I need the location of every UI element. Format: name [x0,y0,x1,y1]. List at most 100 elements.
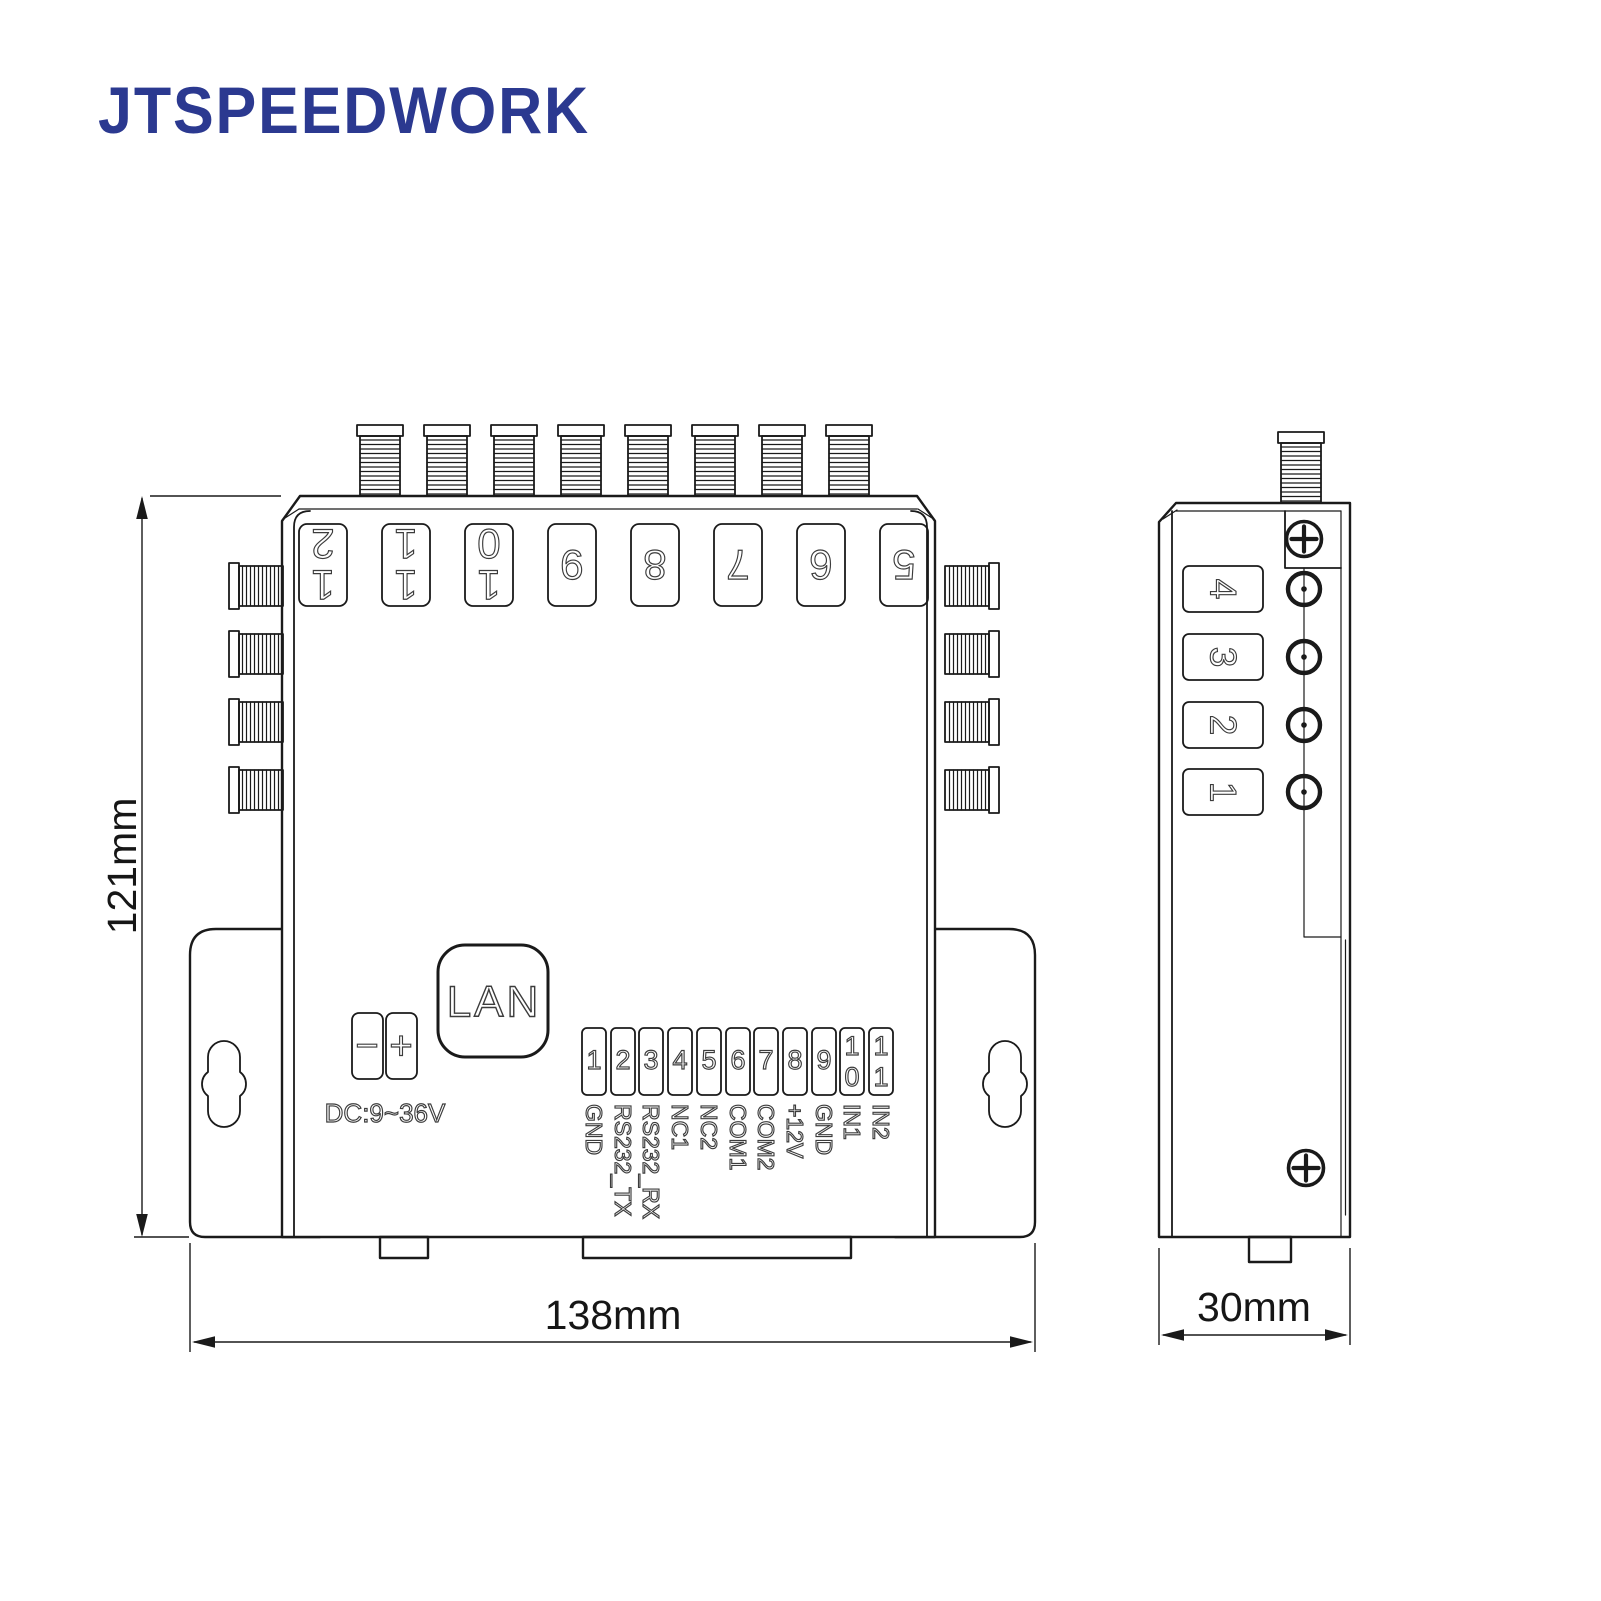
front-port-plates: 1 2 1 1 1 0 9 [298,520,929,609]
pin-label: COM2 [753,1104,779,1170]
port-plate-9: 9 [547,523,597,607]
right-sma-connectors [944,562,1000,814]
port-plate-11: 1 1 [381,520,431,609]
pin-number: 0 [844,1062,859,1092]
sma-connector-icon [228,698,284,746]
sma-connector-icon [356,424,404,497]
pin-number: 1 [873,1031,888,1061]
height-dimension-label: 121mm [99,798,145,935]
pin-label: +12V [782,1104,808,1159]
side-port-plates: 4 3 2 1 [1182,565,1264,816]
port-plate-label: 3 [1203,647,1244,668]
pin-number: 4 [672,1045,687,1075]
left-keyhole-slot [201,1040,247,1128]
pin-number: 8 [787,1045,802,1075]
port-plate-label: 1 [311,562,334,609]
pin-number: 6 [730,1045,745,1075]
sma-connector-icon [944,698,1000,746]
pin-label: IN1 [839,1104,865,1140]
terminal-pin-3: 3 RS232_RX [637,1027,665,1220]
port-plate-10: 1 0 [464,520,514,609]
lan-port: LAN [436,943,550,1059]
sma-connector-icon [557,424,605,497]
terminal-pin-9: 9 GND [810,1027,838,1156]
port-plate-6: 6 [796,523,846,607]
pin-label: GND [811,1104,837,1155]
port-plate-label: 4 [1203,579,1244,600]
pin-label: IN2 [868,1104,894,1140]
terminal-pin-1: 1 GND [580,1027,608,1156]
terminal-pin-2: 2 RS232_TX [609,1027,637,1217]
dc-minus-symbol: − [355,1024,378,1068]
screw-icon [1289,1151,1324,1186]
dc-plus-terminal [385,1012,418,1080]
terminal-pin-8: 8 +12V [781,1027,809,1160]
pin-label: RS232_RX [638,1104,664,1219]
pin-number: 7 [758,1045,773,1075]
sma-connector-icon [1277,431,1325,504]
terminal-pin-11: 1 1 IN2 [867,1027,895,1140]
sma-connector-icon [944,766,1000,814]
side-port-plate-2: 2 [1182,701,1264,749]
pin-number: 1 [844,1031,859,1061]
sma-connector-icon [228,630,284,678]
dc-power-terminal: − + DC:9~36V [324,1012,447,1129]
port-plate-label: 1 [394,562,417,609]
side-port-plate-1: 1 [1182,768,1264,816]
terminal-pin-5: 5 NC2 [695,1027,723,1151]
side-body-edge-details [1162,509,1347,1238]
port-plate-label: 7 [726,542,749,589]
top-sma-connectors [356,424,873,497]
side-body-outline [1157,501,1352,1239]
port-plate-label: 1 [394,521,417,568]
sma-connector-icon [691,424,739,497]
width-dimension-label: 138mm [545,1292,682,1338]
port-plate-5: 5 [879,523,929,607]
left-mounting-flange [188,927,322,1239]
pin-label: NC2 [696,1104,722,1150]
pin-label: NC1 [667,1104,693,1150]
sma-connector-icon [825,424,873,497]
port-plate-label: 0 [477,521,500,568]
dimension-depth: 30mm [1158,1248,1351,1345]
terminal-pin-7: 7 COM2 [752,1027,780,1171]
terminal-pin-10: 1 0 IN1 [838,1027,866,1140]
port-plate-label: 9 [560,542,583,589]
pin-number: 9 [816,1045,831,1075]
brand-logo: JTSPEEDWORK [98,73,590,147]
pin-number: 1 [873,1062,888,1092]
side-view: 4 3 2 1 [1157,431,1352,1264]
screw-icon [1287,522,1322,557]
pin-label: GND [581,1104,607,1155]
dc-plus-symbol: + [389,1024,412,1068]
right-mounting-flange [893,927,1037,1239]
terminal-pin-4: 4 NC1 [666,1027,694,1151]
port-plate-label: 8 [643,542,666,589]
pin-number: 2 [615,1045,630,1075]
side-bottom-foot [1247,1235,1293,1264]
front-view: 1 2 1 1 1 0 9 [188,424,1037,1260]
terminal-block: 1 GND 2 RS232_TX 3 RS232_RX 4 NC1 5 [580,1027,895,1220]
pin-label: RS232_TX [610,1104,636,1217]
sma-connector-icon [758,424,806,497]
pin-number: 1 [586,1045,601,1075]
dc-voltage-label: DC:9~36V [325,1098,446,1128]
depth-dimension-label: 30mm [1197,1284,1311,1330]
dc-minus-terminal [351,1012,384,1080]
sma-connector-icon [228,766,284,814]
left-sma-connectors [228,562,284,814]
dimension-height: 121mm [99,495,281,1238]
dimension-width: 138mm [189,1243,1036,1352]
port-plate-7: 7 [713,523,763,607]
port-plate-label: 2 [1203,715,1244,736]
side-port-plate-4: 4 [1182,565,1264,613]
sma-connector-icon [944,562,1000,610]
sma-connector-icon [624,424,672,497]
sma-connector-icon [944,630,1000,678]
port-plate-label: 2 [311,521,334,568]
port-plate-12: 1 2 [298,520,348,609]
front-body-outline [280,494,937,1239]
port-plate-label: 6 [809,542,832,589]
